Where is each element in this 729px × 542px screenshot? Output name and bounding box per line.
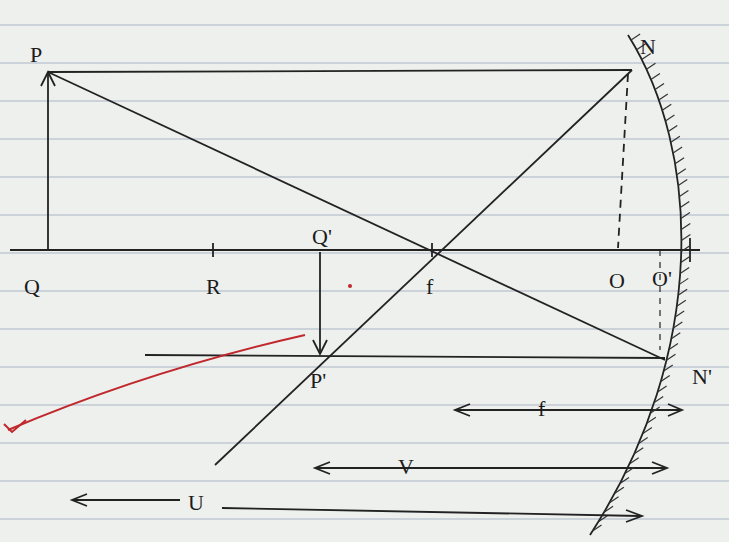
tick xyxy=(431,243,433,257)
ruled-lines xyxy=(0,25,729,519)
dashed-line xyxy=(618,74,628,248)
ruled-line xyxy=(0,481,729,482)
hatch-stroke xyxy=(662,104,671,110)
point-label: N' xyxy=(692,366,712,388)
hatch-stroke xyxy=(659,94,668,100)
ruled-line xyxy=(0,367,729,368)
arrowhead xyxy=(652,462,667,474)
hatch-stroke xyxy=(681,234,690,240)
parallel-ray xyxy=(48,70,632,72)
hatch-stroke xyxy=(671,136,680,142)
arrowhead xyxy=(668,404,682,416)
concave-mirror xyxy=(590,35,681,535)
arrowhead xyxy=(626,510,642,522)
hatch-stroke xyxy=(658,386,667,392)
point-label: Q xyxy=(24,276,40,298)
ruled-line xyxy=(0,139,729,140)
dimension-line xyxy=(315,467,665,469)
object-arrow xyxy=(47,74,49,250)
hatch-stroke xyxy=(631,34,640,40)
point-label: U xyxy=(188,492,204,514)
hatch-stroke xyxy=(604,506,613,512)
hatch-stroke xyxy=(669,344,678,350)
hatch-stroke xyxy=(651,73,660,79)
hatch-stroke xyxy=(639,438,648,444)
hatch-stroke xyxy=(681,223,690,229)
point-label: O xyxy=(609,270,625,292)
hatch-stroke xyxy=(678,289,687,295)
hatch-stroke xyxy=(634,448,643,454)
arrowhead xyxy=(315,462,330,474)
arrowhead xyxy=(72,494,87,506)
hatch-stroke xyxy=(680,201,689,207)
ruled-line xyxy=(0,25,729,26)
hatch-stroke xyxy=(675,311,684,317)
hatch-stroke xyxy=(673,322,682,328)
ruled-line xyxy=(0,405,729,406)
point-label: P' xyxy=(310,370,326,392)
red-dot xyxy=(348,284,352,288)
hatch-stroke xyxy=(679,278,688,284)
hatch-stroke xyxy=(681,245,690,251)
point-label: f xyxy=(538,398,545,420)
tick xyxy=(689,238,691,262)
dimension-line xyxy=(72,499,180,501)
hatch-stroke xyxy=(677,300,686,306)
tick xyxy=(212,243,214,257)
principal-axis xyxy=(10,249,700,251)
mirror-hatching xyxy=(593,34,691,531)
ruled-line xyxy=(0,329,729,330)
hatch-stroke xyxy=(675,158,684,164)
hatch-stroke xyxy=(673,147,682,153)
hatch-stroke xyxy=(610,497,619,503)
red-mark xyxy=(8,335,305,430)
check-mark xyxy=(4,420,26,432)
hatch-stroke xyxy=(646,63,655,69)
hatch-stroke xyxy=(671,333,680,339)
point-label: R xyxy=(206,276,221,298)
hatch-stroke xyxy=(680,267,689,273)
ruled-line xyxy=(0,63,729,64)
dimension-line xyxy=(455,409,680,411)
hatch-stroke xyxy=(643,427,652,433)
hatch-stroke xyxy=(666,354,675,360)
image-arrow xyxy=(319,252,321,352)
hatch-stroke xyxy=(661,375,670,381)
hatch-stroke xyxy=(620,477,629,483)
ruled-line xyxy=(0,177,729,178)
hatch-stroke xyxy=(593,525,602,531)
hatch-stroke xyxy=(647,417,656,423)
hatch-stroke xyxy=(679,191,688,197)
hatch-stroke xyxy=(668,126,677,132)
hatch-stroke xyxy=(654,396,663,402)
arrowhead xyxy=(455,404,470,416)
focal-ray xyxy=(48,72,665,360)
hatch-stroke xyxy=(665,115,674,121)
dashed-line xyxy=(659,250,660,350)
hatch-stroke xyxy=(681,212,690,218)
point-label: Q' xyxy=(312,226,332,248)
point-label: P xyxy=(30,44,42,66)
dimension-line xyxy=(222,508,640,516)
hatch-stroke xyxy=(615,487,624,493)
rays xyxy=(10,35,700,535)
hatch-stroke xyxy=(598,516,607,522)
point-label: V xyxy=(398,456,414,478)
hatch-stroke xyxy=(655,84,664,90)
point-label: f xyxy=(426,276,433,298)
hatch-stroke xyxy=(678,180,687,186)
ruled-line xyxy=(0,519,729,520)
hatch-stroke xyxy=(681,256,690,262)
ruled-line xyxy=(0,443,729,444)
hatch-stroke xyxy=(630,458,639,464)
reflected-ray xyxy=(215,70,632,465)
hatch-stroke xyxy=(677,169,686,175)
hatch-stroke xyxy=(625,468,634,474)
point-label: N xyxy=(640,36,656,58)
hatch-stroke xyxy=(651,407,660,413)
ruled-line xyxy=(0,253,729,254)
hatch-stroke xyxy=(664,365,673,371)
point-label: O' xyxy=(652,268,672,290)
arrowhead xyxy=(313,340,327,354)
